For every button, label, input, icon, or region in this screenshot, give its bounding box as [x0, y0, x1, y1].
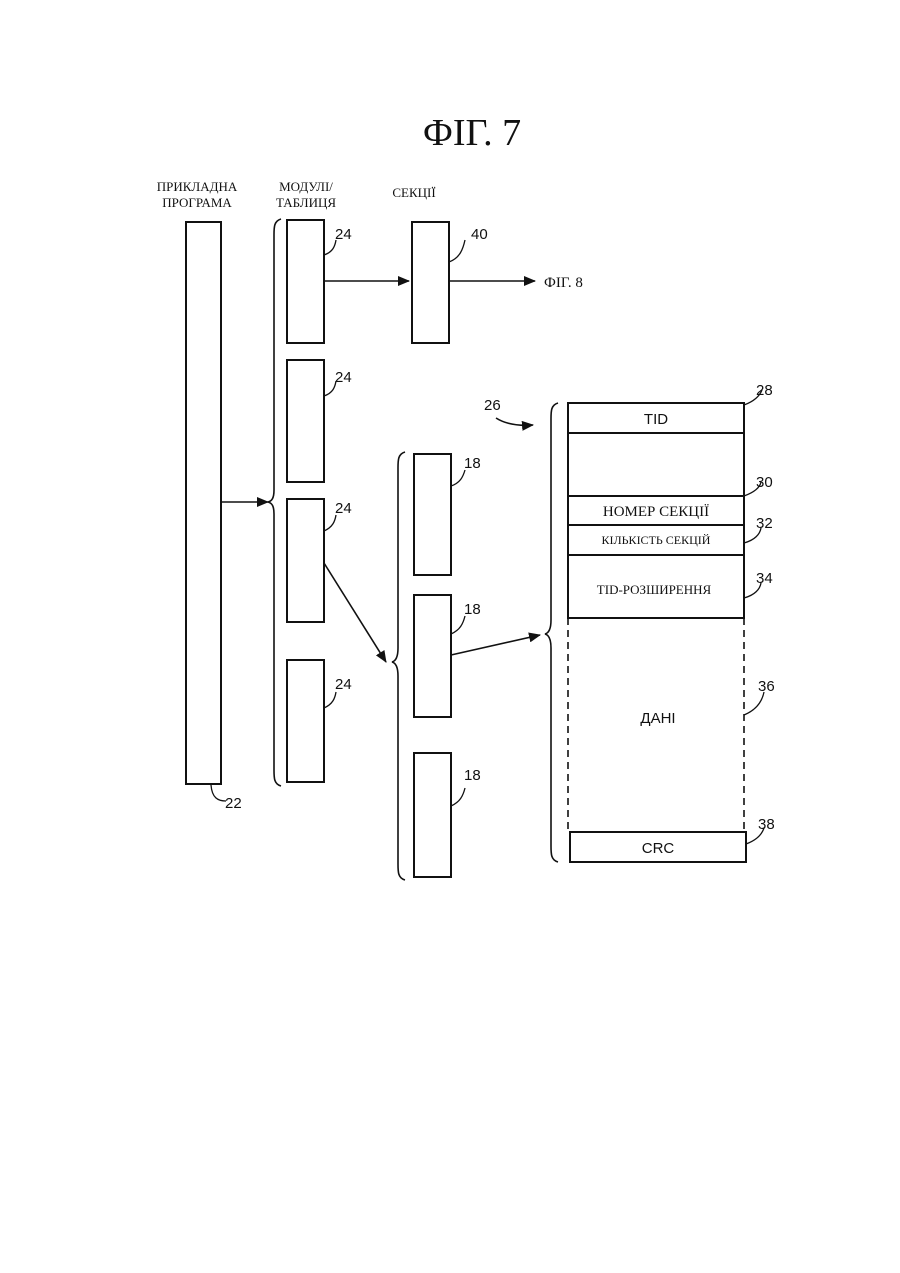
modules-label-line1: МОДУЛІ/: [279, 179, 333, 194]
ref-34: 34: [756, 570, 773, 587]
module-block-2: [287, 360, 324, 482]
ref-38: 38: [758, 816, 775, 833]
modules-label-line2: ТАБЛИЦЯ: [276, 195, 336, 210]
fig8-reference: ФІГ. 8: [544, 275, 583, 291]
ref-24-4: 24: [335, 676, 352, 693]
ref-26: 26: [484, 397, 501, 414]
field-section-number-label: НОМЕР СЕКЦІЇ: [603, 503, 709, 520]
module-block-4: [287, 660, 324, 782]
field-tid-extension-label: TID-РОЗШИРЕННЯ: [597, 582, 712, 597]
ref-leader-18-3: [451, 788, 465, 806]
ref-18-2: 18: [464, 601, 481, 618]
ref-leader-36: [744, 692, 764, 715]
ref-leader-18-2: [451, 616, 465, 634]
ref-36: 36: [758, 678, 775, 695]
ref-24-2: 24: [335, 369, 352, 386]
module-block-1: [287, 220, 324, 343]
field-tid-label: TID: [644, 411, 668, 428]
field-blank-row: [568, 433, 744, 496]
application-label-line2: ПРОГРАМА: [162, 195, 232, 210]
subsection-block-2: [414, 595, 451, 717]
field-crc-label: CRC: [642, 840, 675, 857]
ref-40: 40: [471, 226, 488, 243]
sections-label: СЕКЦІЇ: [392, 185, 435, 200]
structure-brace: [545, 403, 558, 862]
ref-18-1: 18: [464, 455, 481, 472]
subsection-block-3: [414, 753, 451, 877]
ref-arrow-26: [496, 418, 533, 425]
ref-32: 32: [756, 515, 773, 532]
figure-title: ФІГ. 7: [423, 112, 521, 154]
ref-24-3: 24: [335, 500, 352, 517]
application-program-block: [186, 222, 221, 784]
ref-28: 28: [756, 382, 773, 399]
ref-30: 30: [756, 474, 773, 491]
subsections-brace: [392, 452, 405, 880]
arrow-subsection-to-structure: [451, 635, 540, 655]
ref-18-3: 18: [464, 767, 481, 784]
modules-brace: [268, 219, 281, 786]
ref-leader-40: [449, 240, 465, 262]
ref-leader-24-3: [324, 515, 336, 531]
ref-leader-18-1: [451, 470, 465, 486]
ref-24-1: 24: [335, 226, 352, 243]
ref-leader-24-4: [324, 692, 336, 708]
subsection-block-1: [414, 454, 451, 575]
field-data-label: ДАНІ: [640, 710, 675, 727]
section-block: [412, 222, 449, 343]
ref-leader-22: [211, 785, 226, 801]
arrow-module-to-subsections: [324, 563, 386, 662]
ref-22: 22: [225, 795, 242, 812]
module-block-3: [287, 499, 324, 622]
application-label-line1: ПРИКЛАДНА: [157, 179, 238, 194]
field-section-count-label: КІЛЬКІСТЬ СЕКЦІЙ: [602, 533, 711, 547]
